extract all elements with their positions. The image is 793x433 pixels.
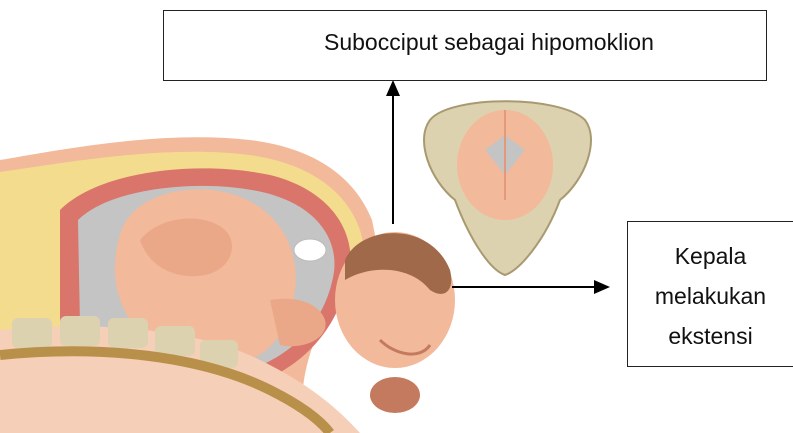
arrow-up	[386, 80, 400, 224]
suboccipital-label-box: Subocciput sebagai hipomoklion	[163, 10, 767, 81]
suboccipital-label: Subocciput sebagai hipomoklion	[324, 29, 654, 56]
extension-label-line2: melakukan	[628, 276, 793, 316]
extension-label-line3: ekstensi	[628, 316, 793, 356]
pelvis-inset	[424, 101, 591, 275]
extension-label-line1: Kepala	[628, 236, 793, 276]
arrow-right	[452, 280, 610, 294]
extension-label-box: Kepala melakukan ekstensi	[627, 221, 793, 367]
